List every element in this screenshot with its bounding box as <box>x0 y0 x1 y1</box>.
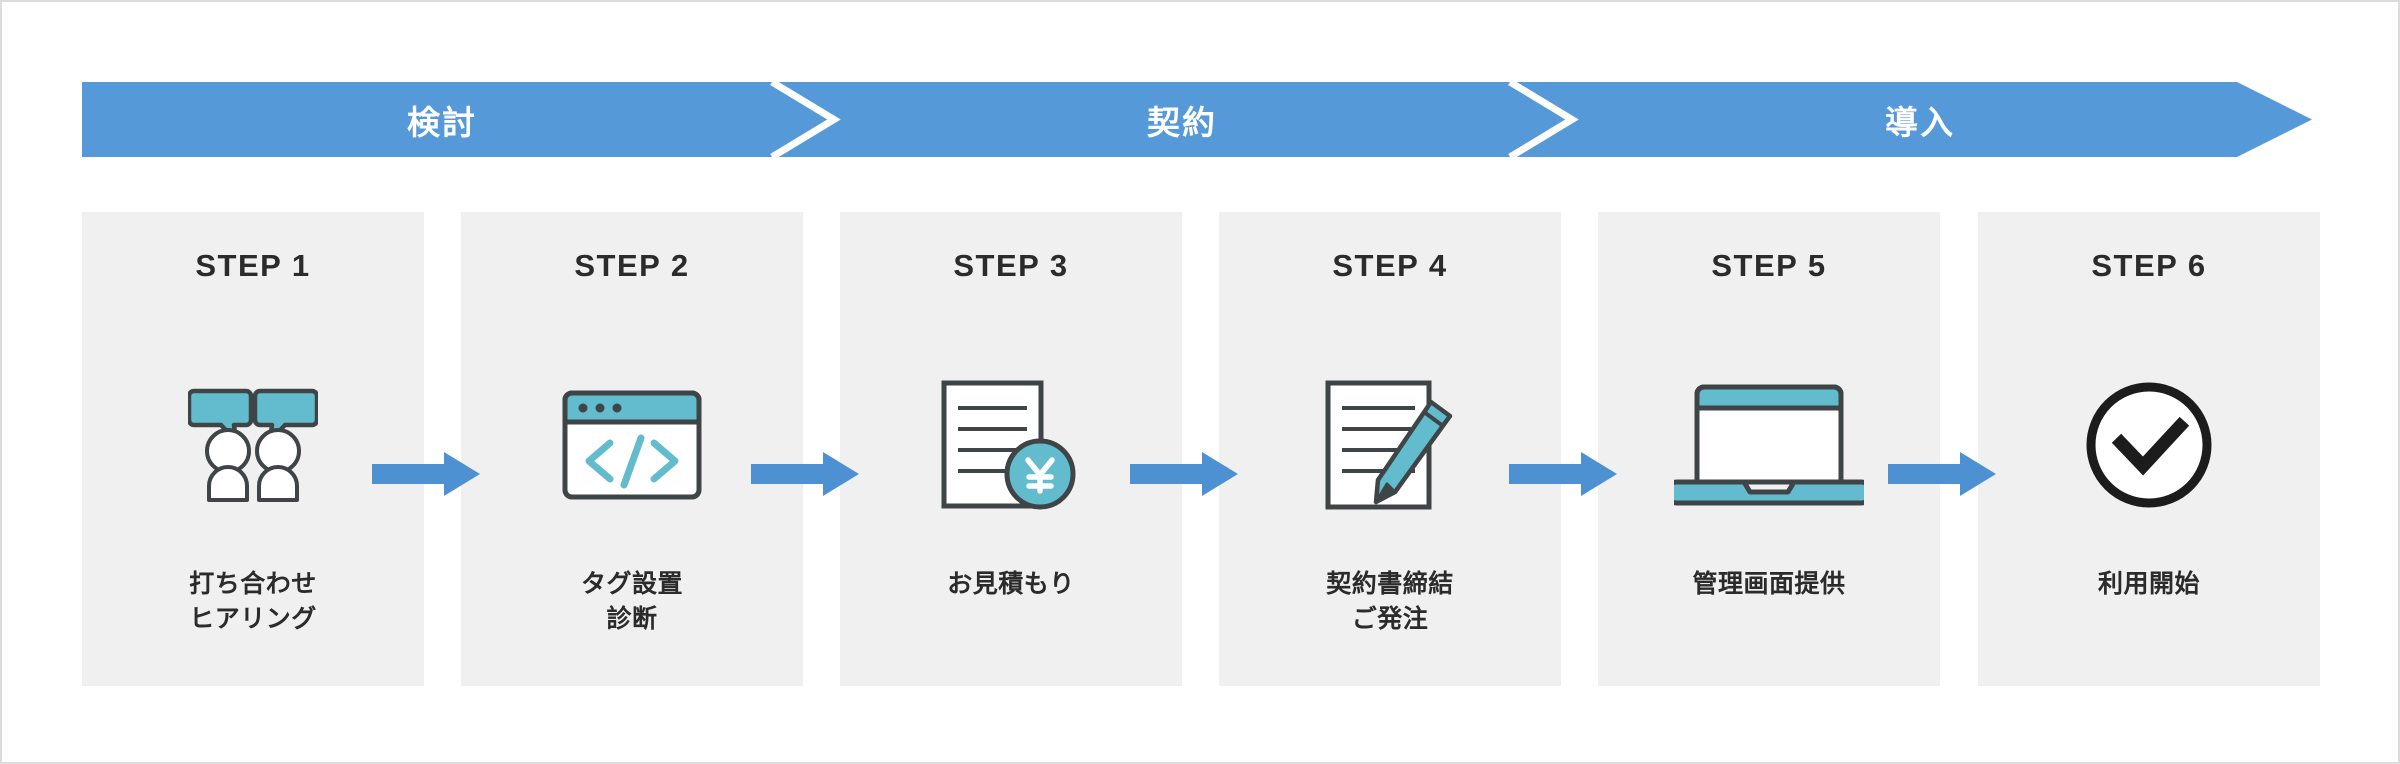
step-panel-3[interactable]: STEP 3 <box>840 212 1182 686</box>
arrow-right-icon <box>751 452 859 496</box>
step-caption-line: 打ち合わせ <box>189 570 317 598</box>
step-caption-line: ご発注 <box>1351 604 1429 633</box>
step-caption-line: ヒアリング <box>189 604 317 633</box>
step-panel-5[interactable]: STEP 5 管理画面提供 <box>1598 212 1940 686</box>
step-title-1: STEP 1 <box>195 248 311 283</box>
step-caption-1: 打ち合わせ ヒアリング <box>82 567 424 636</box>
step-title-4: STEP 4 <box>1332 248 1448 283</box>
connector-arrow-5 <box>1888 452 1996 496</box>
step-caption-line: 診断 <box>606 604 658 633</box>
phase-label-2: 契約 <box>1147 103 1217 141</box>
step-caption-line: タグ設置 <box>580 570 683 598</box>
connector-arrow-3 <box>1130 452 1238 496</box>
step-caption-4: 契約書締結 ご発注 <box>1219 567 1561 636</box>
step-title-2: STEP 2 <box>574 248 690 283</box>
connector-arrow-4 <box>1509 452 1617 496</box>
phase-label-1: 検討 <box>407 103 477 141</box>
step-caption-6: 利用開始 <box>1978 567 2320 602</box>
chevron-right-icon <box>1508 82 1579 157</box>
check-circle-icon <box>1978 380 2320 510</box>
connector-arrow-2 <box>751 452 859 496</box>
steps-row: STEP 1 打ち合わせ ヒアリング <box>82 212 2320 686</box>
step-caption-2: タグ設置 診断 <box>461 567 803 636</box>
step-panel-2[interactable]: STEP 2 タグ設置 診断 <box>461 212 803 686</box>
document-yen-icon <box>840 380 1182 510</box>
arrow-right-icon <box>1509 452 1617 496</box>
step-title-6: STEP 6 <box>2091 248 2207 283</box>
step-panel-4[interactable]: STEP 4 契約書締結 ご発注 <box>1219 212 1561 686</box>
step-title-5: STEP 5 <box>1711 248 1827 283</box>
phase-banner-shape <box>82 82 2312 157</box>
phase-label-3: 導入 <box>1885 103 1955 141</box>
step-caption-line: 利用開始 <box>2097 570 2200 598</box>
step-caption-line: お見積もり <box>947 570 1075 598</box>
step-title-3: STEP 3 <box>953 248 1069 283</box>
step-panel-1[interactable]: STEP 1 打ち合わせ ヒアリング <box>82 212 424 686</box>
laptop-icon <box>1598 380 1940 510</box>
step-caption-3: お見積もり <box>840 567 1182 602</box>
step-panel-6[interactable]: STEP 6 利用開始 <box>1978 212 2320 686</box>
arrow-right-icon <box>1130 452 1238 496</box>
step-caption-5: 管理画面提供 <box>1598 567 1940 602</box>
document-pencil-icon <box>1219 380 1561 510</box>
browser-code-icon <box>461 380 803 510</box>
step-caption-line: 管理画面提供 <box>1692 570 1846 598</box>
arrow-right-icon <box>372 452 480 496</box>
two-people-talking-icon <box>82 380 424 510</box>
phase-banner: 検討 契約 導入 <box>82 82 2312 157</box>
connector-arrow-1 <box>372 452 480 496</box>
arrow-right-icon <box>1888 452 1996 496</box>
chevron-right-icon <box>770 82 841 157</box>
step-caption-line: 契約書締結 <box>1326 570 1454 598</box>
